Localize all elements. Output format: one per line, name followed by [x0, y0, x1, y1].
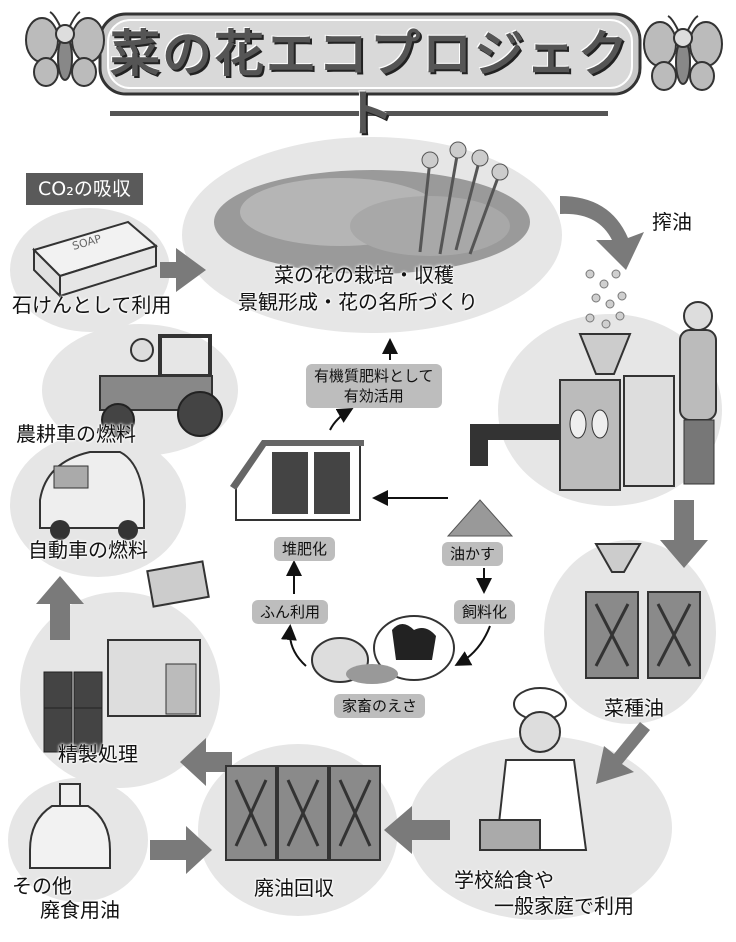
butterfly-right-icon	[643, 15, 723, 91]
arrow-soap-to-cultivation	[160, 248, 206, 292]
title-underline	[110, 111, 608, 116]
rapeseed-field-illustration	[214, 141, 530, 274]
manure-tag: ふん利用	[252, 600, 329, 624]
soap-use-label: 石けんとして利用	[12, 293, 172, 317]
compost-shed-illustration	[230, 440, 364, 521]
cultivation-label-line2: 景観形成・花の名所づくり	[238, 290, 478, 314]
arrow-to-car-fuel	[36, 576, 84, 640]
arrow-to-pressing	[560, 196, 644, 270]
refining-label: 精製処理	[58, 742, 138, 766]
household-use-label-line1: 学校給食や	[454, 868, 554, 892]
car-fuel-label: 自動車の燃料	[28, 538, 148, 562]
co2-absorption-tag: CO₂の吸収	[26, 173, 143, 205]
oil-press-machine-illustration	[470, 301, 717, 491]
arrow-to-rapeseed-oil	[660, 500, 708, 568]
waste-oil-cans-illustration	[225, 765, 381, 861]
arrow-livestock-to-manure	[280, 624, 307, 667]
arrow-to-refining	[180, 738, 232, 786]
arrow-to-use	[596, 722, 650, 784]
livestock-feed-tag: 家畜のえさ	[334, 694, 426, 718]
other-oil-label-line2: 廃食用油	[40, 898, 120, 922]
car-illustration	[39, 451, 145, 540]
soap-bar-illustration	[32, 220, 159, 299]
title-plaque	[98, 12, 642, 96]
cook-illustration	[479, 687, 588, 851]
tractor-fuel-label: 農耕車の燃料	[16, 422, 136, 446]
butterfly-left-icon	[25, 11, 105, 87]
fertilizer-tag: 有機質肥料として 有効活用	[306, 364, 442, 408]
oil-cans-illustration	[585, 543, 701, 679]
fertilizer-tag-line1: 有機質肥料として	[314, 367, 434, 385]
collection-label: 廃油回収	[254, 876, 334, 900]
pressing-label: 搾油	[652, 210, 692, 234]
inner-cycle-arrows	[280, 338, 492, 667]
arrow-compost-to-fertilizer	[329, 408, 354, 431]
arrow-to-collection	[384, 806, 450, 854]
cultivation-label-line1: 菜の花の栽培・収穫	[274, 263, 454, 287]
tractor-illustration	[99, 334, 223, 437]
oil-bottle-illustration	[29, 783, 111, 869]
arrow-feed-to-livestock	[454, 625, 491, 666]
rapeseed-oil-label: 菜種油	[604, 696, 664, 720]
page-title: 菜の花エコプロジェクト	[110, 25, 630, 143]
feed-tag: 飼料化	[454, 600, 516, 624]
household-use-label-line2: 一般家庭で利用	[494, 894, 634, 918]
other-oil-label-line1: その他	[12, 874, 72, 898]
seeds-falling-illustration	[585, 269, 627, 329]
title-banner: 菜の花エコプロジェクト	[96, 10, 644, 143]
cycle-arrows	[36, 196, 708, 874]
oil-cake-tag: 油かす	[442, 542, 504, 566]
refinery-illustration	[43, 560, 210, 753]
compost-tag: 堆肥化	[274, 537, 336, 561]
fertilizer-tag-line2: 有効活用	[343, 387, 404, 405]
livestock-illustration	[311, 615, 455, 684]
arrow-other-to-collection	[150, 826, 212, 874]
oil-cake-pile-illustration	[446, 499, 514, 537]
